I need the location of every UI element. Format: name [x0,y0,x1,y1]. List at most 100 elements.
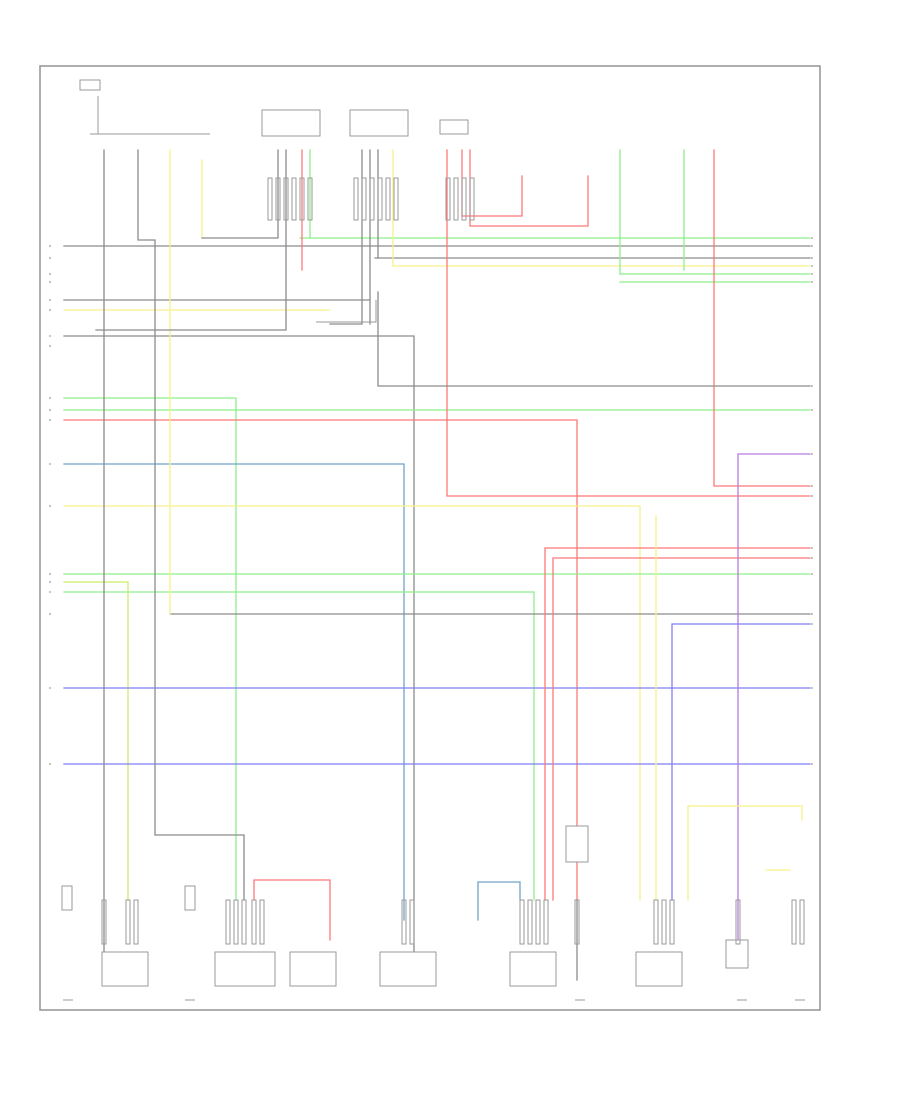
right-terminal-17 [811,763,813,765]
bottom-connector-4 [233,899,239,945]
left-terminal-17 [49,687,51,689]
top-connector-7 [361,177,367,221]
top-connector-1 [275,177,281,221]
right-terminal-2 [811,257,813,259]
bottom-connector-17 [669,899,675,945]
bottom-connector-1 [125,899,131,945]
wire-red-v4 [713,149,811,487]
left-terminal-7 [49,345,51,347]
top-connector-8 [369,177,375,221]
bottom-connector-11 [527,899,533,945]
wire-gray-h9 [63,335,415,981]
bottom-comp-8 [635,951,683,987]
wire-gray-v16 [329,149,363,325]
right-terminal-1 [811,245,813,247]
bottom-connector-0 [101,899,107,945]
switch-block-2-body [349,109,409,137]
wire-gray-v20 [377,291,811,387]
bottom-connector-10 [519,899,525,945]
bottom-comp-9-body [725,939,749,969]
top-connector-15 [469,177,475,221]
right-terminal-6 [811,385,813,387]
bottom-connector-9 [409,899,415,945]
left-terminal-1 [49,257,51,259]
top-connector-9 [377,177,383,221]
bottom-connector-5 [241,899,247,945]
top-connector-14 [461,177,467,221]
right-terminal-5 [811,281,813,283]
right-terminal-11 [811,547,813,549]
top-connector-10 [385,177,391,221]
bottom-comp-7 [509,951,557,987]
wire-gray-v12 [201,149,279,239]
wire-gray-v13 [95,149,287,331]
fuse-box-top-left-body [79,79,101,91]
top-connector-4 [299,177,305,221]
wire-yellow-h14 [63,505,641,901]
right-terminal-9 [811,485,813,487]
left-terminal-10 [49,419,51,421]
relay-box [565,825,589,863]
wire-green-h10 [63,397,237,901]
right-terminal-16 [811,687,813,689]
bottom-connector-16 [661,899,667,945]
left-terminal-5 [49,309,51,311]
bottom-connector-19 [791,899,797,945]
bottom-connector-15 [653,899,659,945]
wire-red-v21 [461,149,523,217]
top-connector-11 [393,177,399,221]
top-connector-13 [453,177,459,221]
bottom-comp-4 [214,951,276,987]
bottom-connector-2 [133,899,139,945]
wire-green-h17 [63,591,535,901]
bottom-comp-2 [101,951,149,987]
switch-block-1 [261,109,321,137]
left-terminal-8 [49,397,51,399]
left-terminal-15 [49,591,51,593]
left-terminal-2 [49,273,51,275]
right-terminal-0 [811,237,813,239]
bottom-comp-6-body [379,951,437,987]
bottom-comp-8-body [635,951,683,987]
wire-red-v3 [552,557,811,901]
black-junction [316,300,377,323]
bottom-comp-3 [184,885,196,911]
left-terminal-3 [49,281,51,283]
top-connector-3 [291,177,297,221]
wires-layer [63,149,811,981]
left-terminal-13 [49,573,51,575]
left-terminal-11 [49,463,51,465]
bottom-connector-7 [259,899,265,945]
right-terminal-10 [811,495,813,497]
left-terminal-9 [49,409,51,411]
bottom-connector-20 [799,899,805,945]
bottom-connector-13 [543,899,549,945]
right-terminal-13 [811,573,813,575]
decoration-layer [49,96,813,1001]
wire-blue-v6 [671,623,811,901]
right-terminal-3 [811,265,813,267]
connector-top-3 [439,119,469,135]
right-terminal-15 [811,623,813,625]
bottom-comp-4-body [214,951,276,987]
bottom-comp-6 [379,951,437,987]
wire-red-v25 [253,879,331,941]
bottom-comp-9 [725,939,749,969]
bottom-connector-6 [251,899,257,945]
left-terminal-4 [49,299,51,301]
left-terminal-0 [49,245,51,247]
bottom-comp-5 [289,951,337,987]
diagram-frame [39,65,821,1011]
fuse-box-top-left [79,79,101,91]
bottom-comp-1-body [61,885,73,911]
right-terminal-8 [811,453,813,455]
components-layer [61,79,749,987]
top-connector-0 [267,177,273,221]
wire-red-v2 [544,547,811,901]
right-terminal-4 [811,273,813,275]
wire-red-v22 [469,149,589,227]
wire-teal-h13 [63,463,405,921]
left-terminal-16 [49,613,51,615]
